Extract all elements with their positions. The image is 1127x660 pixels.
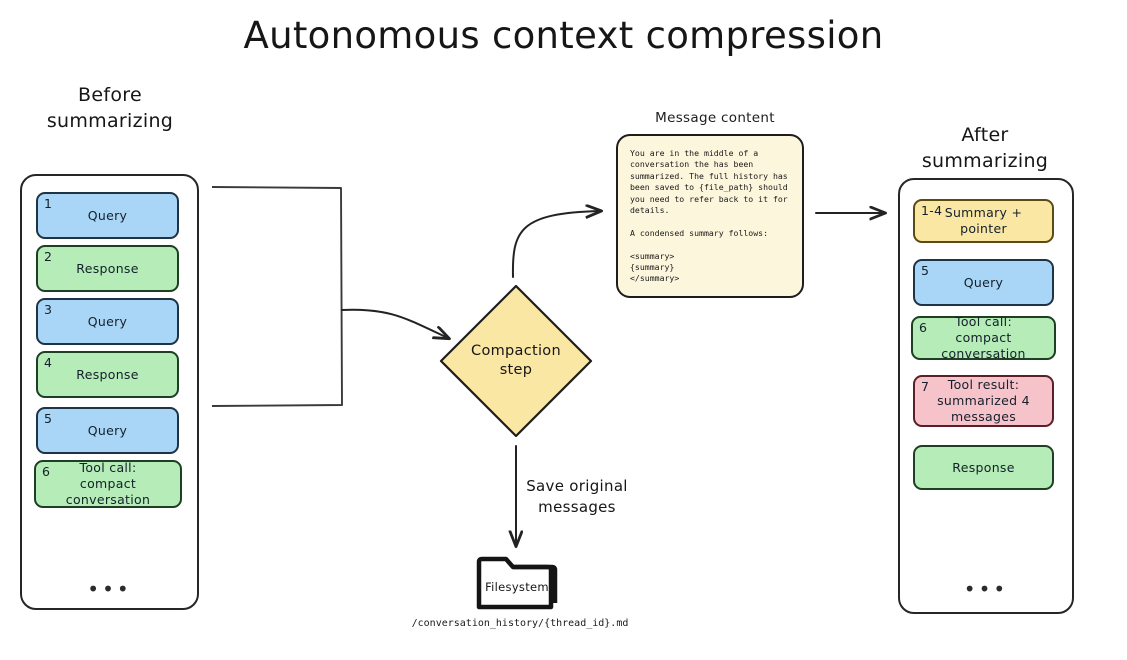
after-heading-line2: summarizing <box>921 150 1049 172</box>
page-title: Autonomous context compression <box>243 14 884 57</box>
arrow-diamond-to-message-content <box>511 211 600 278</box>
message-number: 5 <box>44 411 53 426</box>
message-number: 3 <box>44 302 53 317</box>
message-label: Query <box>87 313 128 329</box>
message-label: Query <box>87 422 128 438</box>
after-heading-line1: After <box>961 124 1009 146</box>
message-number: 4 <box>44 355 53 370</box>
message-number: 6 <box>919 320 928 335</box>
message-number: 1-4 <box>921 203 943 218</box>
message-bubble[interactable]: 1-4 Summary + pointer <box>913 199 1054 243</box>
message-number: 5 <box>921 263 930 278</box>
message-label: Response <box>76 260 139 276</box>
save-label-line2: messages <box>538 498 616 516</box>
message-content-body: You are in the middle of a conversation … <box>630 148 788 284</box>
message-label: Tool result: summarized 4 messages <box>937 377 1030 424</box>
before-heading-line2: summarizing <box>46 110 174 132</box>
message-bubble[interactable]: 4 Response <box>36 351 179 398</box>
filesystem-node-label: Filesystem <box>485 580 549 594</box>
message-label: Tool call: compact conversation <box>941 314 1026 361</box>
message-number: 2 <box>44 249 53 264</box>
message-bubble[interactable]: 6 Tool call: compact conversation <box>34 460 182 508</box>
after-panel-ellipsis: ••• <box>963 577 1009 601</box>
message-label: Response <box>76 366 139 382</box>
before-heading-line1: Before <box>78 84 142 106</box>
save-label-line1: Save original <box>526 477 628 495</box>
message-number: 6 <box>42 464 51 479</box>
message-bubble[interactable]: 2 Response <box>36 245 179 292</box>
message-bubble[interactable]: 5 Query <box>913 259 1054 306</box>
message-content-label: Message content <box>655 110 775 126</box>
filesystem-path-caption: /conversation_history/{thread_id}.md <box>411 618 629 629</box>
before-column-heading: Before summarizing <box>20 82 200 134</box>
after-column-heading: After summarizing <box>890 122 1080 174</box>
message-label: Query <box>87 207 128 223</box>
message-bubble[interactable]: 5 Query <box>36 407 179 454</box>
message-label: Response <box>952 459 1015 475</box>
arrow-bracket-to-diamond <box>341 308 448 338</box>
message-label: Tool call: compact conversation <box>65 460 151 507</box>
filesystem-folder-icon[interactable] <box>476 556 558 610</box>
message-number: 7 <box>921 379 930 394</box>
message-number: 1 <box>44 196 53 211</box>
message-label: Summary + pointer <box>944 205 1023 236</box>
message-label: Query <box>963 274 1004 290</box>
message-bubble[interactable]: 3 Query <box>36 298 179 345</box>
bracket-connector <box>211 186 343 407</box>
save-original-messages-label: Save original messages <box>512 476 642 518</box>
message-bubble[interactable]: 7 Tool result: summarized 4 messages <box>913 375 1054 427</box>
message-bubble[interactable]: 6 Tool call: compact conversation <box>911 314 1056 361</box>
message-bubble[interactable]: 1 Query <box>36 192 179 239</box>
message-content-note: You are in the middle of a conversation … <box>616 134 804 298</box>
compaction-step-node[interactable]: Compaction step <box>438 283 594 439</box>
before-panel-ellipsis: ••• <box>87 577 132 601</box>
message-bubble[interactable]: Response <box>913 445 1054 490</box>
